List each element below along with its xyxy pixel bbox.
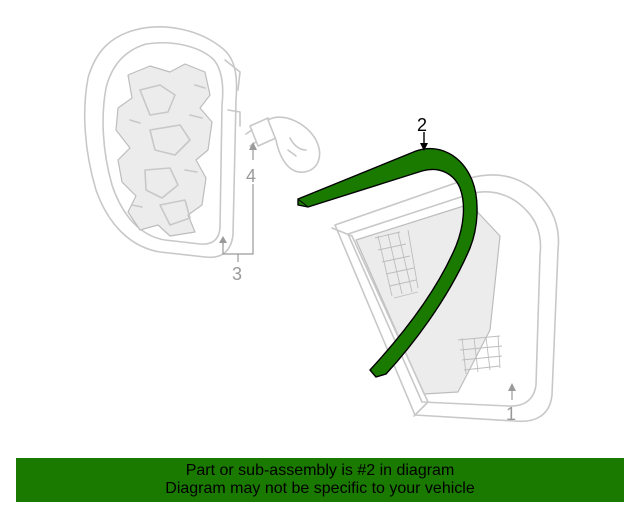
banner-line-2: Diagram may not be specific to your vehi…: [165, 480, 475, 497]
callout-leaders: [219, 132, 516, 400]
part-2-seal: [297, 147, 478, 378]
banner-line-1: Part or sub-assembly is #2 in diagram: [185, 462, 455, 479]
part-3-housing: [83, 26, 241, 259]
part-1-lens: [331, 174, 560, 423]
info-banner: Part or sub-assembly is #2 in diagram Di…: [16, 458, 624, 502]
callout-4: 4: [246, 166, 256, 186]
part-4-bulb: [245, 116, 321, 173]
parts-diagram: 2 4 3 1: [83, 26, 560, 424]
callout-1: 1: [506, 404, 516, 424]
callout-2: 2: [417, 115, 427, 135]
callout-3: 3: [232, 264, 242, 284]
